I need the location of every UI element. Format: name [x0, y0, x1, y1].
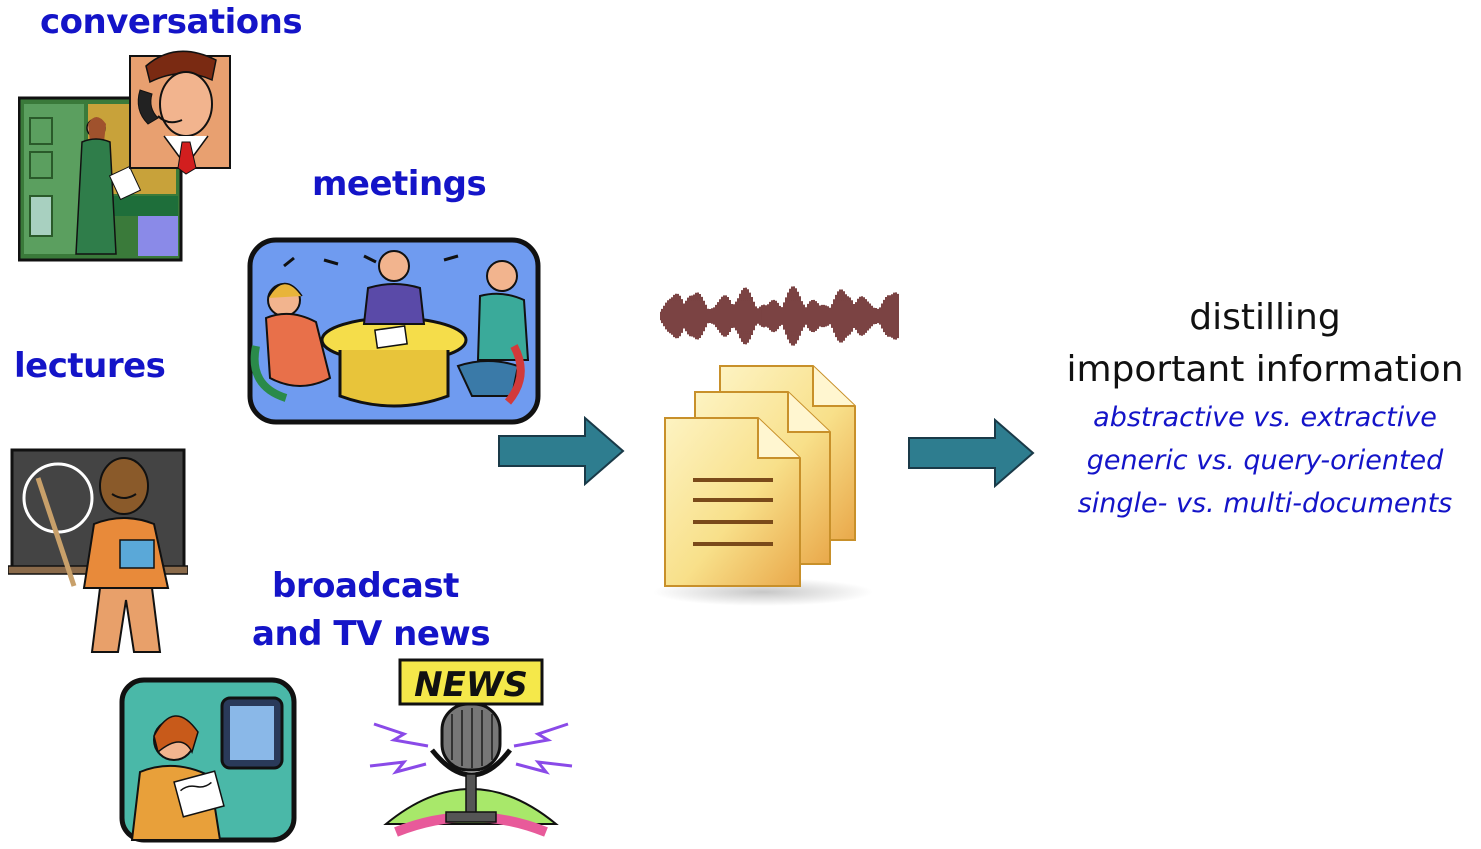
waveform-trace	[660, 286, 899, 346]
label-meetings: meetings	[312, 164, 487, 204]
meetings-clipart	[247, 237, 541, 425]
arrow-to-documents	[498, 416, 625, 486]
newsroom-clipart	[119, 677, 297, 843]
variant-abstractive-extractive: abstractive vs. extractive	[1093, 402, 1437, 433]
audio-waveform	[660, 286, 899, 346]
summary-line-important-information: important information	[1066, 349, 1464, 390]
label-lectures: lectures	[14, 346, 166, 386]
variant-generic-query-oriented: generic vs. query-oriented	[1086, 445, 1444, 476]
news-microphone-clipart: NEWS	[369, 658, 573, 837]
summary-description: distilling important information abstrac…	[1045, 292, 1481, 525]
label-broadcast-line2: and TV news	[252, 614, 491, 654]
news-sign-text: NEWS	[414, 665, 528, 705]
summary-line-distilling: distilling	[1189, 297, 1341, 338]
variant-single-multi-documents: single- vs. multi-documents	[1077, 488, 1453, 519]
arrow-to-summary	[908, 418, 1035, 488]
conversations-clipart	[18, 50, 231, 262]
documents-stack-icon	[653, 365, 873, 606]
label-conversations: conversations	[40, 2, 303, 42]
label-broadcast-line1: broadcast	[272, 566, 459, 606]
lectures-clipart	[8, 448, 188, 653]
